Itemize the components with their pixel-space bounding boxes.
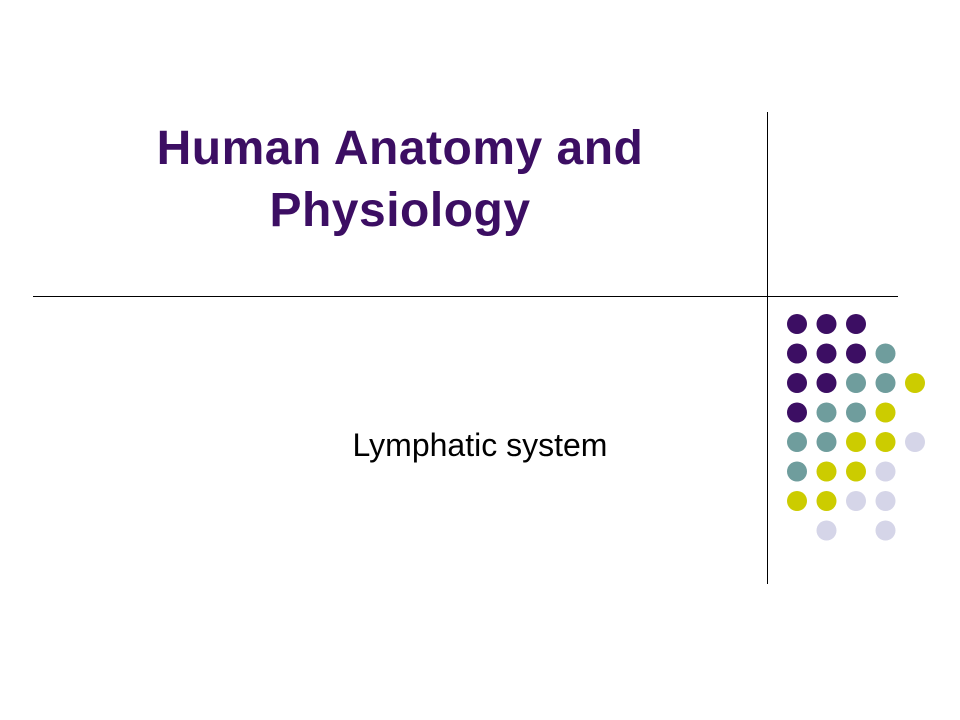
decorative-dot: [875, 432, 896, 452]
decorative-dot: [875, 343, 896, 364]
decorative-dot: [846, 432, 866, 452]
decorative-dot: [787, 343, 807, 364]
decorative-dot: [875, 402, 896, 423]
decorative-dot: [905, 373, 925, 393]
decorative-dot: [787, 314, 807, 334]
decorative-dot: [787, 461, 807, 482]
decorative-dot: [816, 520, 837, 541]
decorative-dot: [787, 373, 807, 393]
decorative-dot: [846, 314, 866, 334]
decorative-dot: [816, 343, 837, 364]
decorative-dot: [816, 373, 837, 393]
decorative-dot: [905, 432, 925, 452]
slide-title: Human Anatomy and Physiology: [156, 122, 644, 237]
decorative-dot: [816, 491, 837, 511]
decorative-dot: [846, 343, 866, 364]
decorative-dot: [846, 373, 866, 393]
decorative-dot: [816, 402, 837, 423]
decorative-dot: [875, 520, 896, 541]
decorative-dot: [816, 432, 837, 452]
decorative-dot: [875, 373, 896, 393]
decorative-dot: [787, 432, 807, 452]
decorative-dot: [816, 461, 837, 482]
vertical-divider: [767, 112, 768, 584]
decorative-dot: [846, 491, 866, 511]
decorative-dot: [787, 491, 807, 511]
horizontal-divider: [33, 296, 898, 297]
decorative-dot: [846, 461, 866, 482]
decorative-dot: [875, 461, 896, 482]
decorative-dot: [875, 491, 896, 511]
slide-subtitle: Lymphatic system: [352, 427, 608, 463]
decorative-dot: [846, 402, 866, 423]
decorative-dot: [787, 402, 807, 423]
decorative-dot: [816, 314, 837, 334]
